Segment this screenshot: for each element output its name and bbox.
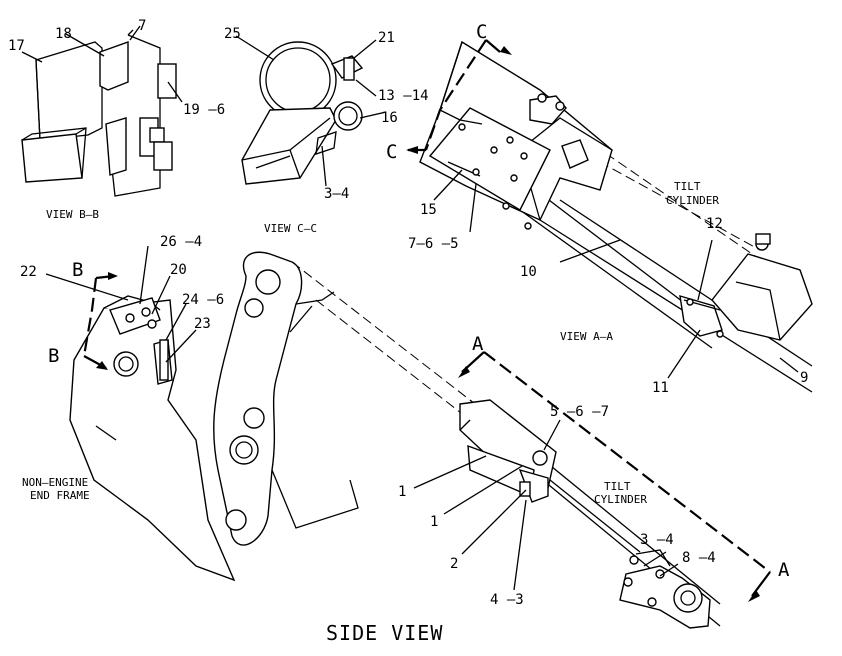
callout-3-4-cc: 3–4 — [324, 186, 349, 202]
section-a-top: A — [472, 333, 484, 355]
tilt-cylinder-upper-2: CYLINDER — [666, 194, 719, 207]
callout-15: 15 — [420, 202, 437, 218]
callout-26-4: 26 –4 — [160, 234, 202, 250]
callout-13-14: 13 –14 — [378, 88, 429, 104]
view-bb-drawing — [21, 29, 177, 197]
tilt-cylinder-drawing — [458, 351, 771, 629]
view-aa-drawing — [406, 39, 813, 393]
callout-11: 11 — [652, 380, 669, 396]
callout-18: 18 — [55, 26, 72, 42]
callout-2: 2 — [450, 556, 458, 572]
callout-25: 25 — [224, 26, 241, 42]
section-b-top: B — [72, 259, 83, 281]
callout-19-6: 19 –6 — [183, 102, 225, 118]
callout-1-lower: 1 — [430, 514, 438, 530]
end-frame-label-1: NON–ENGINE — [22, 476, 88, 489]
side-view-title: SIDE VIEW — [326, 621, 443, 645]
callout-21: 21 — [378, 30, 395, 46]
callout-labels: 17 18 7 19 –6 25 21 13 –14 16 3–4 15 7–6… — [8, 18, 808, 608]
section-b-left: B — [48, 345, 59, 367]
leader-lines — [21, 25, 799, 591]
callout-7-bb: 7 — [138, 18, 146, 34]
callout-12: 12 — [706, 216, 723, 232]
view-bb-label: VIEW B–B — [46, 208, 99, 221]
callout-5-6-7: 5 –6 –7 — [550, 404, 609, 420]
end-frame-label-2: END FRAME — [30, 489, 90, 502]
callout-17: 17 — [8, 38, 25, 54]
callout-20: 20 — [170, 262, 187, 278]
callout-3-4-side: 3 –4 — [640, 532, 674, 548]
callout-9: 9 — [800, 370, 808, 386]
callout-23: 23 — [194, 316, 211, 332]
section-letters: C C B B A A — [48, 21, 790, 581]
callout-22: 22 — [20, 264, 37, 280]
side-view-drawing — [69, 251, 471, 582]
section-a-right: A — [778, 559, 790, 581]
view-cc-label: VIEW C–C — [264, 222, 317, 235]
section-c-left: C — [386, 141, 397, 163]
view-aa-label: VIEW A–A — [560, 330, 613, 343]
callout-1-upper: 1 — [398, 484, 406, 500]
callout-8-4: 8 –4 — [682, 550, 716, 566]
callout-24-6: 24 –6 — [182, 292, 224, 308]
callout-16: 16 — [381, 110, 398, 126]
section-c-top: C — [476, 21, 487, 43]
tilt-cylinder-lower-1: TILT — [604, 480, 631, 493]
callout-4-3: 4 –3 — [490, 592, 524, 608]
view-cc-drawing — [241, 41, 364, 185]
view-labels: VIEW B–B VIEW C–C VIEW A–A TILT CYLINDER… — [22, 180, 719, 506]
callout-7-6-5: 7–6 –5 — [408, 236, 459, 252]
tilt-cylinder-upper-1: TILT — [674, 180, 701, 193]
tilt-cylinder-lower-2: CYLINDER — [594, 493, 647, 506]
callout-10: 10 — [520, 264, 537, 280]
